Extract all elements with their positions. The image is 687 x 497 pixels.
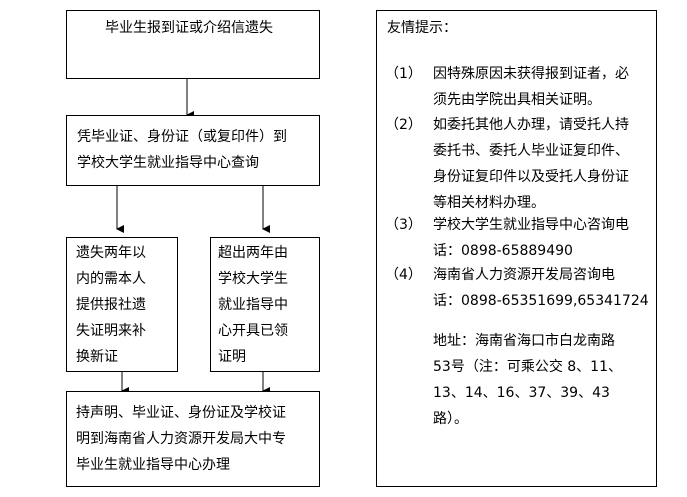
- branch-right-box: 超出两年由 学校大学生 就业指导中 心开具已领 证明: [210, 237, 320, 372]
- step3-text: 持声明、毕业证、身份证及学校证 明到海南省人力资源开发局大中专 毕业生就业指导中…: [76, 405, 286, 473]
- tip-number-3: （3）: [385, 217, 422, 233]
- tip-number-2: （2）: [385, 117, 422, 133]
- tip-number-4: （4）: [385, 267, 422, 283]
- step1-box: 毕业生报到证或介绍信遗失: [66, 10, 320, 79]
- tips-title: 友情提示：: [387, 20, 457, 36]
- tip-text-2: 如委托其他人办理，请受托人持 委托书、委托人毕业证复印件、 身份证复印件以及受托…: [433, 117, 629, 211]
- step3-box: 持声明、毕业证、身份证及学校证 明到海南省人力资源开发局大中专 毕业生就业指导中…: [66, 391, 320, 487]
- tips-panel: 友情提示： （1） 因特殊原因未获得报到证者，必 须先由学院出具相关证明。 （2…: [376, 10, 657, 487]
- address-text: 地址：海南省海口市白龙南路 53号（注：可乘公交 8、11、 13、14、16、…: [433, 333, 622, 427]
- step1-text: 毕业生报到证或介绍信遗失: [105, 20, 273, 36]
- branch-left-text: 遗失两年以 内的需本人 提供报社遗 失证明来补 换新证: [76, 245, 146, 365]
- tip-text-4: 海南省人力资源开发局咨询电 话：0898-65351699,65341724: [433, 267, 649, 309]
- tip-text-3: 学校大学生就业指导中心咨询电 话：0898-65889490: [433, 217, 629, 259]
- branch-left-box: 遗失两年以 内的需本人 提供报社遗 失证明来补 换新证: [66, 237, 178, 372]
- tip-text-1: 因特殊原因未获得报到证者，必 须先由学院出具相关证明。: [433, 66, 629, 108]
- step2-box: 凭毕业证、身份证（或复印件）到 学校大学生就业指导中心查询: [66, 115, 320, 186]
- step2-text: 凭毕业证、身份证（或复印件）到 学校大学生就业指导中心查询: [77, 129, 287, 171]
- branch-right-text: 超出两年由 学校大学生 就业指导中 心开具已领 证明: [218, 245, 288, 365]
- tip-number-1: （1）: [385, 66, 422, 82]
